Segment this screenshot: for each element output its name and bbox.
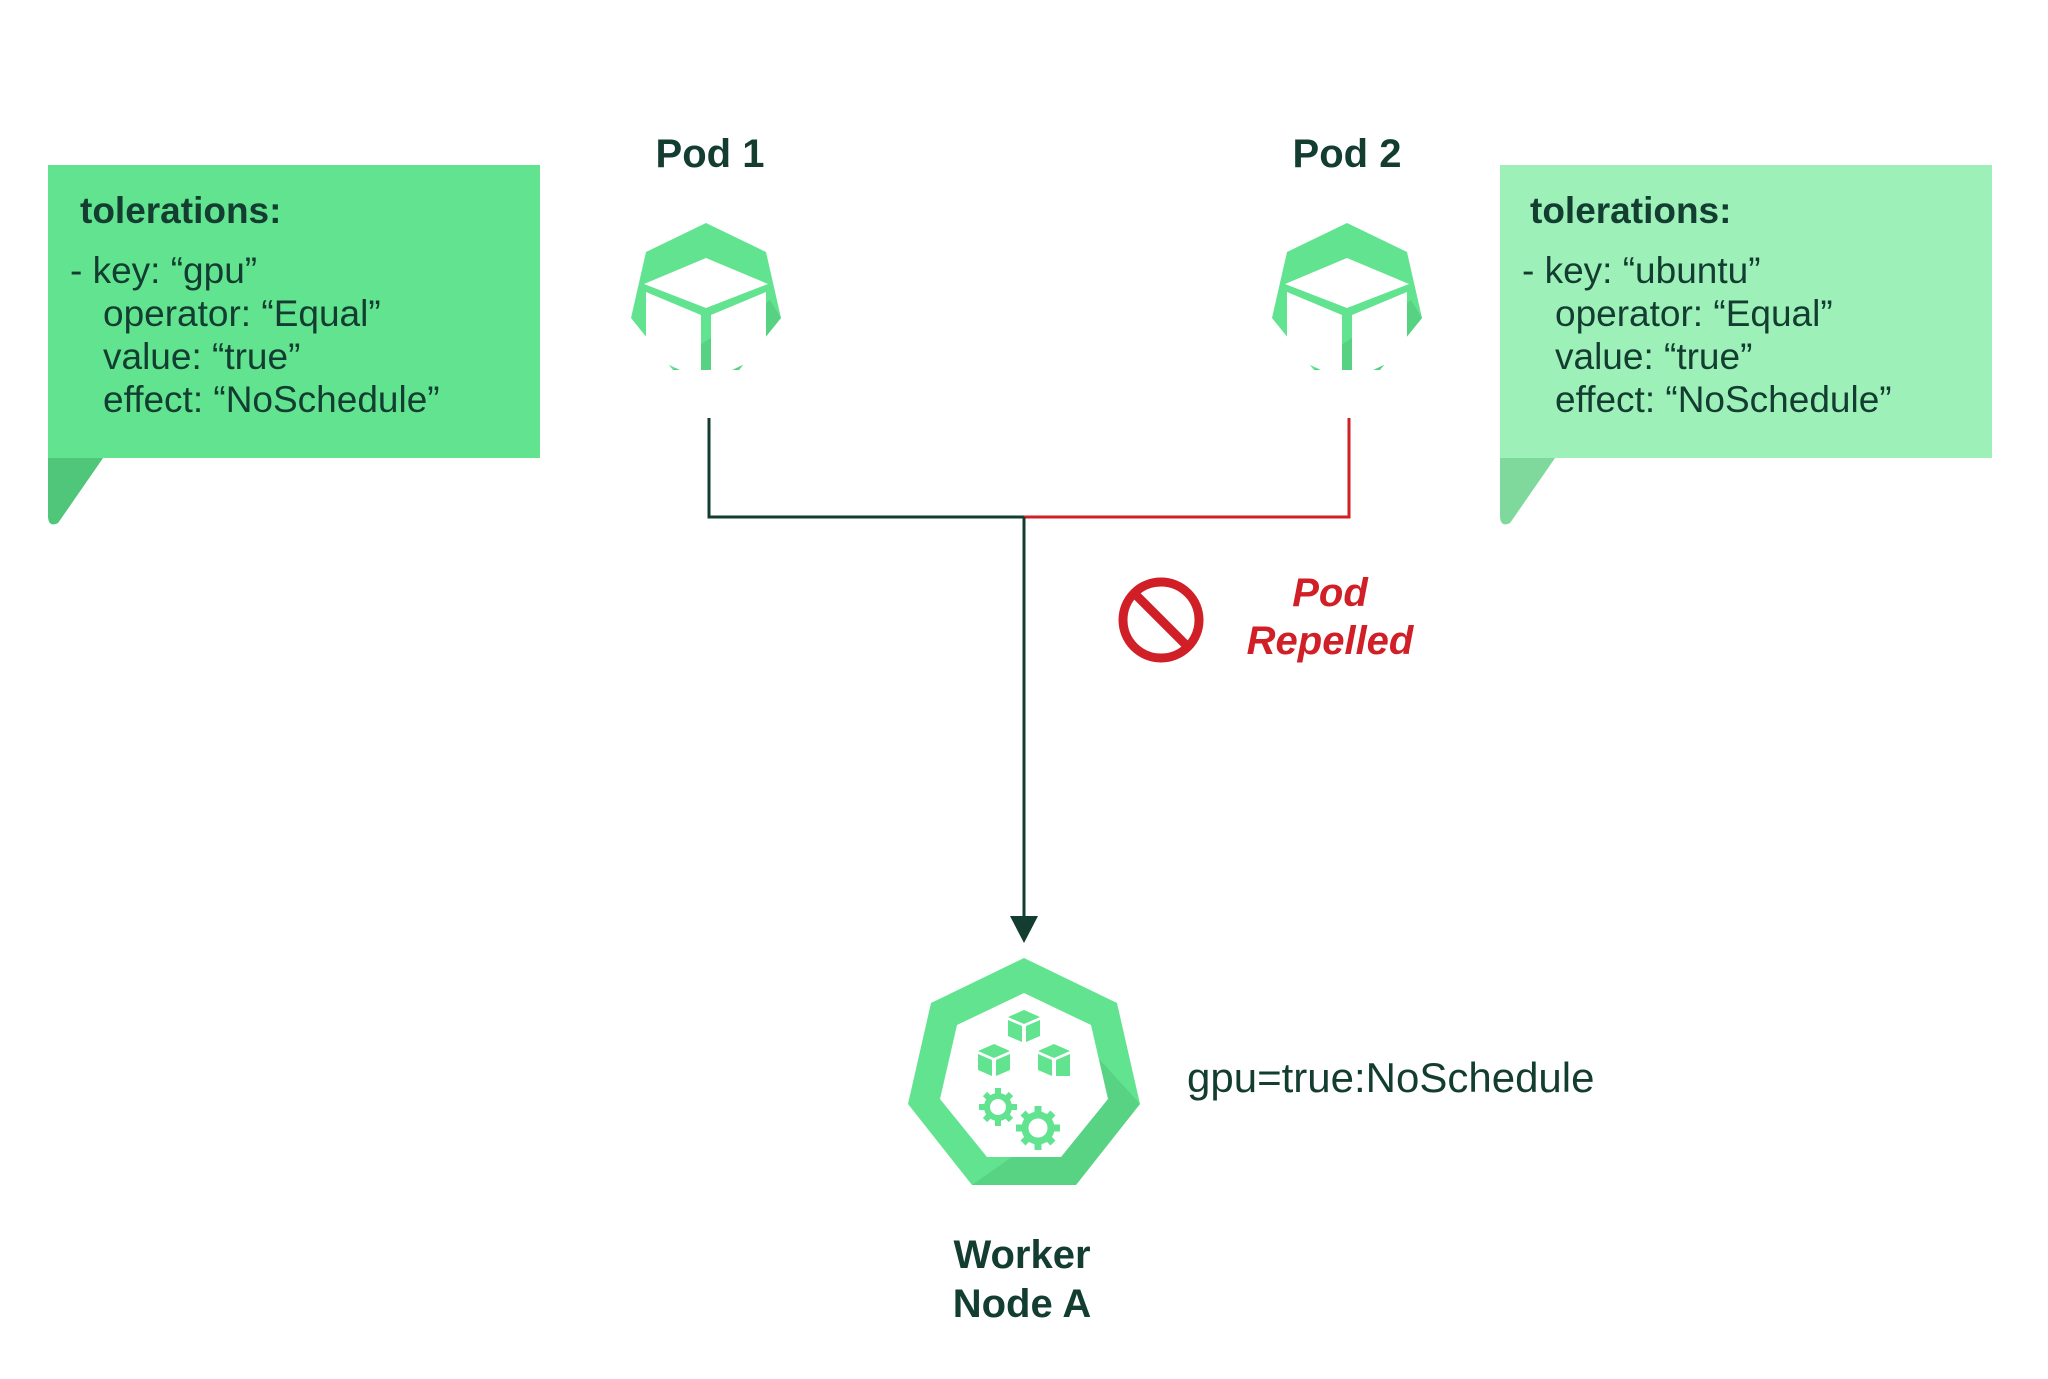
tolerations-right-line: operator: “Equal” xyxy=(1555,293,1833,334)
tolerations-left-title: tolerations: xyxy=(80,190,281,231)
pod-1-label: Pod 1 xyxy=(656,132,765,176)
tolerations-left-line: value: “true” xyxy=(103,336,300,377)
pod-2-cube-icon xyxy=(1272,223,1422,380)
repelled-label-line1: Pod xyxy=(1292,571,1369,615)
worker-node-icon xyxy=(908,958,1140,1185)
tolerations-left-line: effect: “NoSchedule” xyxy=(103,379,440,420)
pod-2-connector xyxy=(1024,418,1351,519)
small-cube-icon xyxy=(1008,1010,1040,1042)
tolerations-right-title: tolerations: xyxy=(1530,190,1731,231)
tolerations-left-line: - key: “gpu” xyxy=(70,250,257,291)
no-entry-icon xyxy=(1118,577,1204,663)
gear-icon xyxy=(1016,1106,1060,1150)
tolerations-left-line: operator: “Equal” xyxy=(103,293,381,334)
tolerations-right-line: effect: “NoSchedule” xyxy=(1555,379,1892,420)
small-cube-icon xyxy=(1038,1044,1070,1076)
tolerations-right-line: - key: “ubuntu” xyxy=(1522,250,1761,291)
node-label-line2: Node A xyxy=(953,1282,1092,1326)
connector-lines xyxy=(707,418,1351,943)
gear-icon xyxy=(979,1088,1017,1126)
small-cube-icon xyxy=(978,1044,1010,1076)
repelled-label-line2: Repelled xyxy=(1247,619,1415,663)
pod-2-label: Pod 2 xyxy=(1293,132,1402,176)
pod-1-cube-icon xyxy=(631,223,781,380)
node-label-line1: Worker xyxy=(953,1233,1090,1277)
taint-label: gpu=true:NoSchedule xyxy=(1187,1054,1594,1101)
tolerations-callout-left: tolerations: - key: “gpu” operator: “Equ… xyxy=(48,165,540,525)
tolerations-callout-right: tolerations: - key: “ubuntu” operator: “… xyxy=(1500,165,1992,525)
arrow-head-icon xyxy=(1010,916,1038,943)
tolerations-right-line: value: “true” xyxy=(1555,336,1752,377)
pod-1-connector xyxy=(707,418,1024,519)
